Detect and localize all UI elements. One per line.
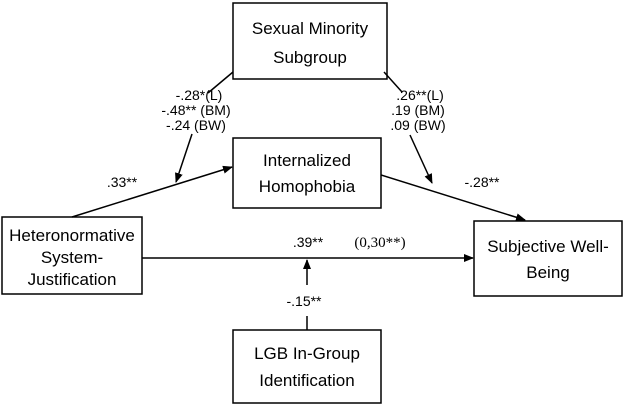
heteronormative-system-justification-box <box>1 216 143 295</box>
right-moderation-arrow <box>409 134 433 184</box>
lgb-ingroup-identification-box <box>232 329 382 404</box>
internalized-to-wellbeing-coef: -.28** <box>464 174 500 190</box>
wellbeing-line2: Being <box>526 263 569 282</box>
internalized-homophobia-box <box>232 137 382 209</box>
direct-effect-paren-coef: (0,30**) <box>354 235 405 251</box>
right-moderation-coef-3: .09 (BW) <box>390 117 445 133</box>
direct-effect-coef: .39** <box>293 234 324 250</box>
left-moderation-coef-3: -.24 (BW) <box>166 117 226 133</box>
subjective-wellbeing-box <box>473 220 623 297</box>
sexual-minority-line1: Sexual Minority <box>252 19 369 38</box>
lgb-line1: LGB In-Group <box>254 344 360 363</box>
heteronormative-line3: Justification <box>28 270 117 289</box>
internalized-to-wellbeing-arrow <box>380 174 526 222</box>
right-moderation-coef-1: .26**(L) <box>396 87 443 103</box>
internalized-line1: Internalized <box>263 151 351 170</box>
left-moderation-arrow <box>175 133 193 183</box>
lgb-moderation-coef: -.15** <box>286 293 322 309</box>
right-moderation-upper-line <box>383 71 403 93</box>
left-moderation-coef-1: -.28*(L) <box>176 87 223 103</box>
heteronormative-line1: Heteronormative <box>9 226 135 245</box>
right-moderation-coef-2: .19 (BM) <box>391 102 445 118</box>
internalized-line2: Homophobia <box>259 177 356 196</box>
left-moderation-upper-line <box>207 71 234 94</box>
sexual-minority-line2: Subgroup <box>273 48 347 67</box>
left-moderation-coef-2: -.48** (BM) <box>161 102 230 118</box>
lgb-line2: Identification <box>259 371 354 390</box>
heteronormative-line2: System- <box>41 248 103 267</box>
het-to-internalized-coef: .33** <box>107 174 138 190</box>
sexual-minority-subgroup-box <box>232 2 388 80</box>
het-to-internalized-arrow <box>71 165 233 218</box>
wellbeing-line1: Subjective Well- <box>487 237 609 256</box>
